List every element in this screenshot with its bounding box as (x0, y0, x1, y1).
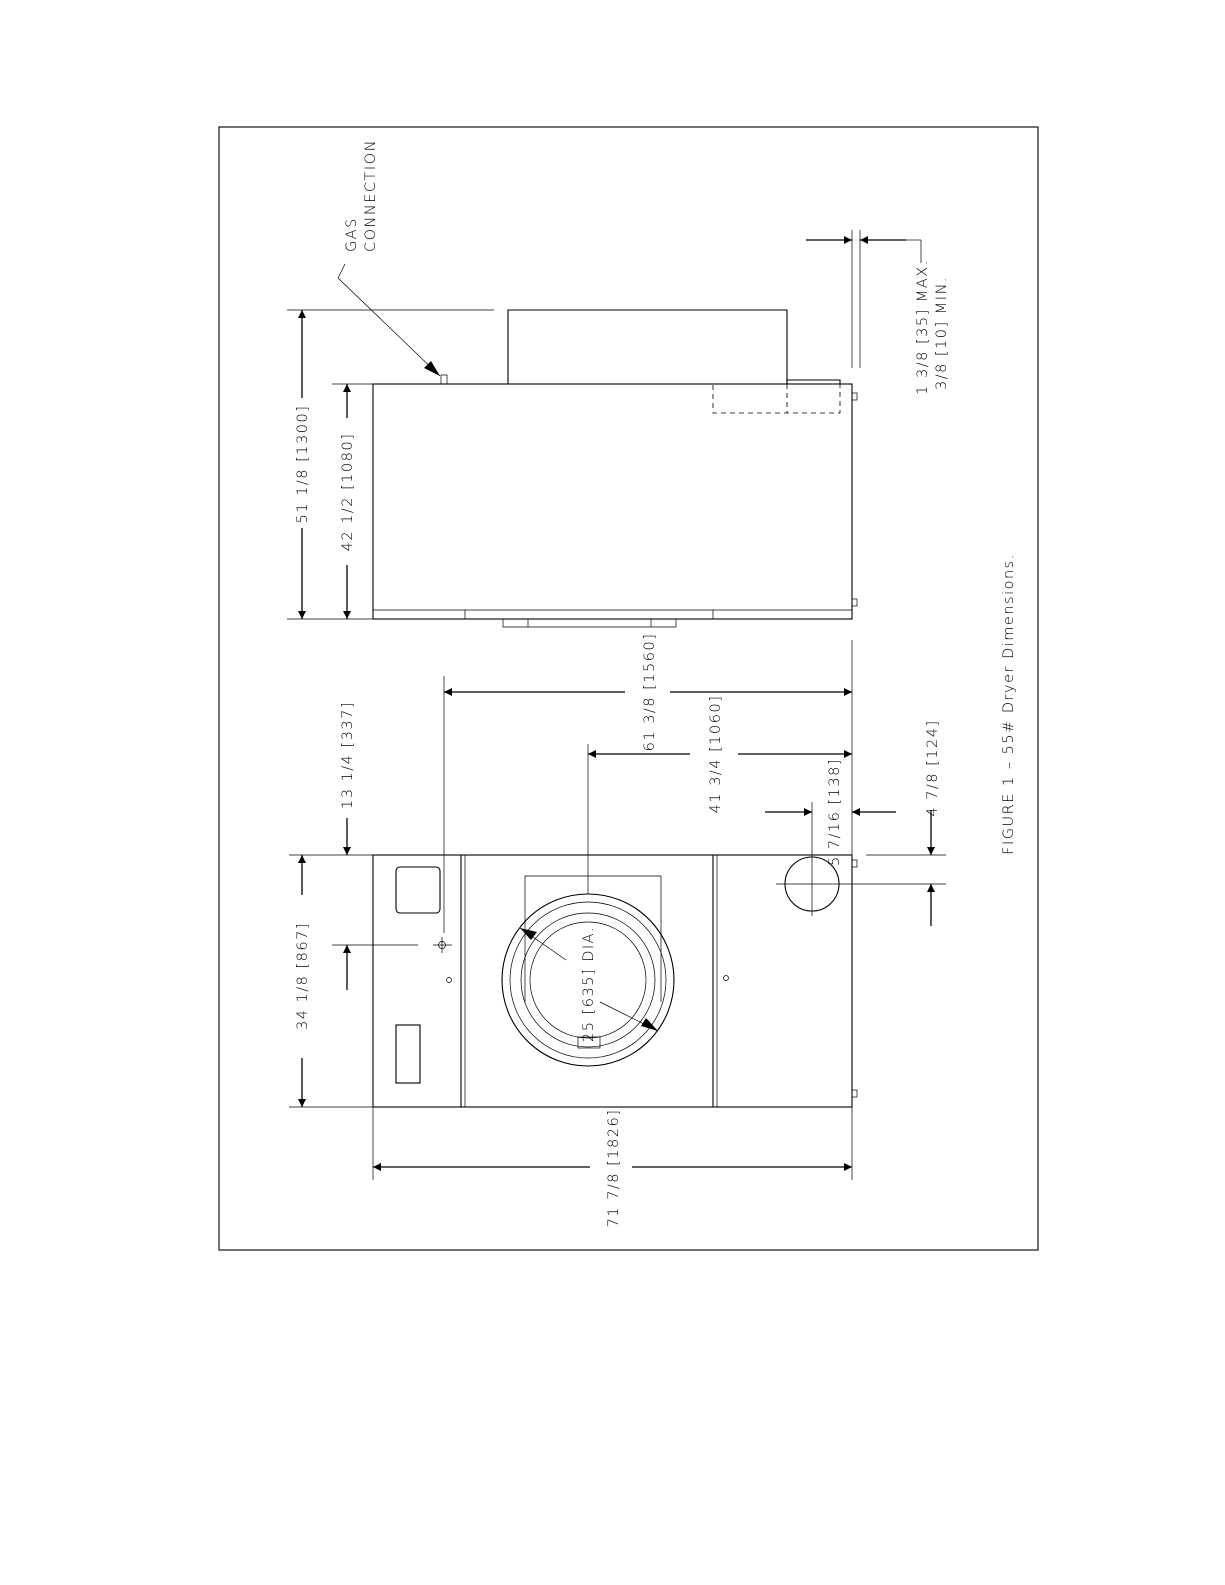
label-offset-min: 3/8 [10] MIN. (934, 276, 950, 390)
gas-connection-nub (441, 375, 447, 384)
dimension-lines (287, 230, 946, 1180)
front-view (373, 854, 946, 1107)
label-connection: CONNECTION (363, 139, 379, 252)
label-offset-max: 1 3/8 [35] MAX. (915, 259, 931, 395)
control-display (396, 867, 440, 913)
dim-overall-depth: 51 1/8 [1300] (295, 405, 311, 524)
side-view (338, 264, 857, 627)
cabinet-side (373, 384, 852, 619)
hidden-box (713, 384, 840, 413)
figure-caption: FIGURE 1 – 55# Dryer Dimensions. (1001, 553, 1017, 855)
dimension-labels: GAS CONNECTION 51 1/8 [1300] 42 1/2 [108… (295, 139, 1017, 1227)
dim-overall-height: 71 7/8 [1826] (606, 1109, 622, 1228)
door-bump-side (503, 619, 676, 627)
dim-door-diameter: 25 [635] DIA. (581, 926, 597, 1042)
exhaust-box (508, 310, 787, 384)
label-gas: GAS (344, 217, 360, 252)
coin-panel (396, 1025, 420, 1083)
gas-leader (338, 264, 440, 376)
dim-cabinet-depth: 42 1/2 [1080] (340, 433, 356, 552)
dim-gas-height: 61 3/8 [1560] (642, 633, 658, 752)
dim-side-offset: 13 1/4 [337] (340, 701, 356, 809)
dim-duct-diameter-offset: 4 7/8 [124] (925, 719, 941, 816)
dim-duct-height: 41 3/4 [1060] (708, 695, 724, 814)
dim-duct-offset: 5 7/16 [138] (827, 758, 843, 866)
cabinet-front (373, 855, 852, 1107)
dim-width-to-gas: 34 1/8 [867] (295, 922, 311, 1030)
